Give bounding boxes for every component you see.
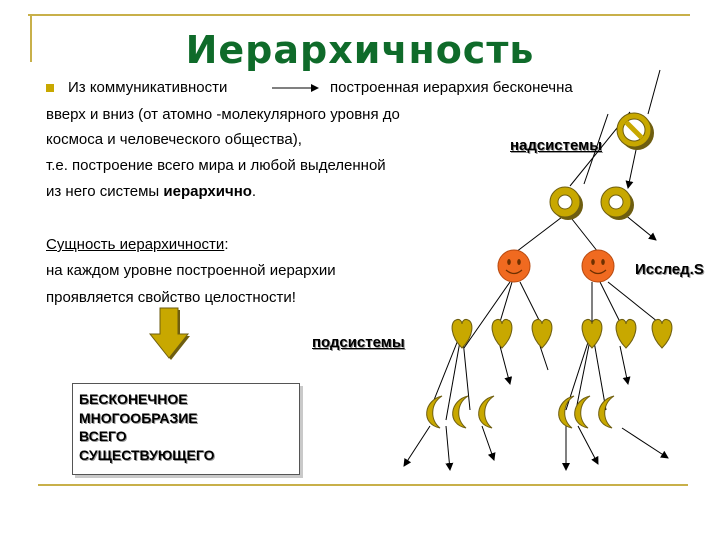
essence-heading-suffix: : <box>224 236 229 253</box>
heart-icon <box>615 319 637 349</box>
frame-left-rule <box>30 14 32 62</box>
paragraph-line5: из него системы иерархично. <box>46 183 256 201</box>
label-subsystems: подсистемы <box>312 334 405 351</box>
connector-ring-right-out <box>623 213 657 241</box>
ring-icon <box>600 186 634 220</box>
connector-ring-smiley-left <box>515 213 567 253</box>
crescent-moon-icon <box>558 395 575 429</box>
box-line-2: МНОГООБРАЗИЕ <box>79 409 198 426</box>
essence-line1: на каждом уровне построенной иерархии <box>46 262 336 279</box>
crescent-moon-icon <box>574 395 591 429</box>
essence-line2: проявляется свойство целостности! <box>46 289 296 306</box>
connector-top-right <box>625 149 637 189</box>
crescent-moon-icon <box>452 395 469 429</box>
connector-moon3-down <box>481 425 496 461</box>
connector-ring-smiley-right <box>567 213 599 253</box>
heart-icon <box>651 319 673 349</box>
label-researcher: Исслед.S <box>635 261 704 278</box>
connector-moon1-down <box>403 425 431 467</box>
box-line-1: БЕСКОНЕЧНОЕ <box>79 391 188 407</box>
connector-heart3-down <box>539 345 549 371</box>
crescent-moon-icon <box>426 395 443 429</box>
essence-heading-line: Сущность иерархичности: <box>46 236 228 254</box>
connector-moon2-down <box>445 425 454 471</box>
connector-smiley-right-heart2 <box>599 281 621 323</box>
bullet-square-icon <box>46 84 54 92</box>
infinite-diversity-box: БЕСКОНЕЧНОЕ МНОГООБРАЗИЕ ВСЕГО СУЩЕСТВУЮ… <box>72 383 300 475</box>
connector-top-mid <box>583 113 609 185</box>
box-line-4: СУЩЕСТВУЮЩЕГО <box>79 446 215 463</box>
down-arrow-icon <box>148 307 190 360</box>
heart-icon <box>491 319 513 349</box>
heart-icon <box>451 319 473 349</box>
connector-moon6-down <box>621 427 669 459</box>
paragraph-line4: т.е. построение всего мира и любой выдел… <box>46 157 386 174</box>
label-supersystems: надсистемы <box>510 137 603 154</box>
paragraph-line2: вверх и вниз (от атомно -молекулярного у… <box>46 106 400 123</box>
paragraph-bold-word: иерархично <box>163 183 252 200</box>
smiley-face-icon <box>581 249 615 283</box>
connector-heart-moon-a <box>429 329 463 411</box>
connector-smiley-left-heart3 <box>519 281 541 323</box>
box-line-3: ВСЕГО <box>79 428 127 444</box>
frame-bottom-rule <box>38 484 688 486</box>
paragraph-line3: космоса и человеческого общества), <box>46 131 302 148</box>
ring-icon <box>549 186 583 220</box>
connector-heart2-down <box>499 345 513 385</box>
connector-moon5-down <box>577 425 599 465</box>
frame-top-rule <box>28 14 690 16</box>
paragraph-line1-start: Из коммуникативности <box>68 79 228 96</box>
smiley-face-icon <box>497 249 531 283</box>
box-text: БЕСКОНЕЧНОЕ МНОГООБРАЗИЕ ВСЕГО СУЩЕСТВУЮ… <box>79 390 215 464</box>
heart-icon <box>581 319 603 349</box>
paragraph-line5-end: . <box>251 183 257 200</box>
crescent-moon-icon <box>478 395 495 429</box>
connector-smiley-right-heart3 <box>607 281 659 323</box>
essence-heading: Сущность иерархичности <box>46 236 225 253</box>
connector-top-up <box>647 69 661 115</box>
slide-title: Иерархичность <box>185 28 535 72</box>
connector-smiley-left-heart1 <box>463 281 511 349</box>
crescent-moon-icon <box>598 395 615 429</box>
heart-icon <box>531 319 553 349</box>
paragraph-line5-start: из него системы <box>46 183 164 200</box>
connector-heart5-down <box>619 345 631 385</box>
prohibition-sign-icon <box>616 112 654 150</box>
paragraph-line1-end: построенная иерархия бесконечна <box>330 79 573 96</box>
connector-smiley-left-heart2 <box>499 281 513 323</box>
